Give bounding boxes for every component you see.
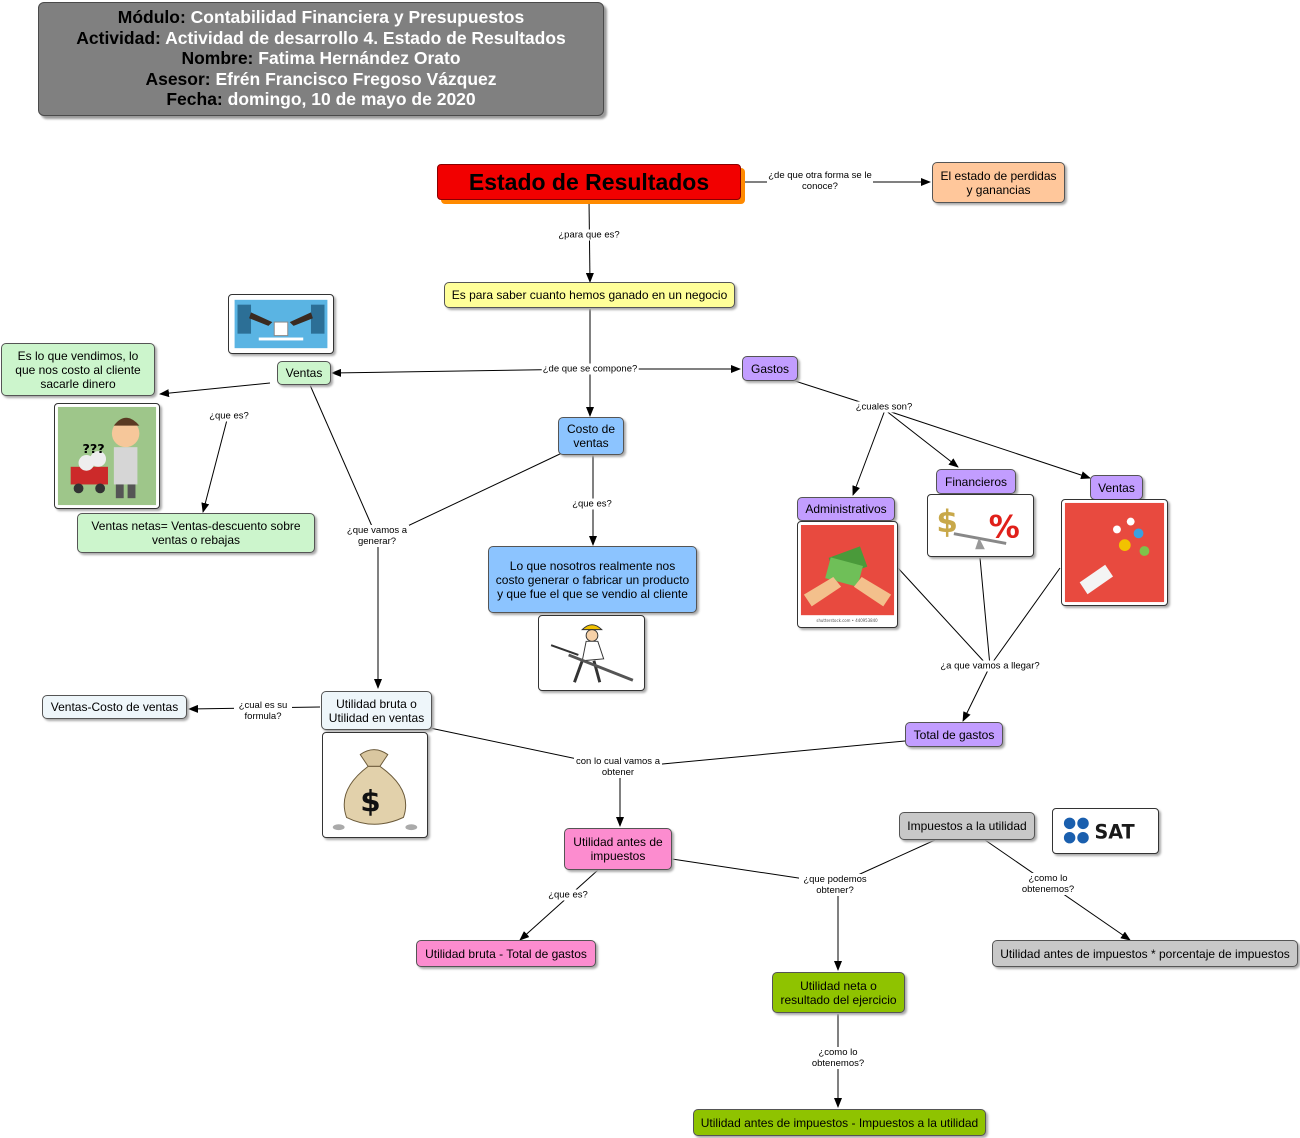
node-total-gastos[interactable]: Total de gastos xyxy=(905,722,1003,747)
node-bruta-menos-gastos[interactable]: Utilidad bruta - Total de gastos xyxy=(416,940,596,967)
label-para-que: ¿para que es? xyxy=(557,229,621,241)
node-ventas[interactable]: Ventas xyxy=(277,361,331,385)
label-que-vamos-generar: ¿que vamos a generar? xyxy=(345,525,409,547)
node-costo-definicion[interactable]: Lo que nosotros realmente nos costo gene… xyxy=(488,546,697,613)
node-financieros[interactable]: Financieros xyxy=(936,469,1016,494)
node-ventas-netas[interactable]: Ventas netas= Ventas-descuento sobre ven… xyxy=(77,513,315,553)
label-cual-formula: ¿cual es su formula? xyxy=(234,700,292,722)
label-que-es-costo: ¿que es? xyxy=(571,498,613,510)
header-info: Módulo: Contabilidad Financiera y Presup… xyxy=(38,2,604,116)
label-que-podemos: ¿que podemos obtener? xyxy=(799,874,871,896)
label-que-es-ventas: ¿que es? xyxy=(208,410,250,422)
sat-logo-icon: SAT xyxy=(1052,808,1159,854)
node-impuestos[interactable]: Impuestos a la utilidad xyxy=(899,812,1035,840)
label-con-lo-cual: con lo cual vamos a obtener xyxy=(574,756,662,778)
svg-text:shutterstock.com • 440953840: shutterstock.com • 440953840 xyxy=(816,618,878,623)
header-fecha: Fecha: domingo, 10 de mayo de 2020 xyxy=(166,89,476,110)
svg-text:SAT: SAT xyxy=(1095,821,1135,844)
label-como-obtenemos-impuestos: ¿como lo obtenemos? xyxy=(1018,873,1078,895)
label-cuales-son: ¿cuales son? xyxy=(854,401,914,413)
node-utilidad-antes[interactable]: Utilidad antes de impuestos xyxy=(564,828,672,870)
node-impuestos-formula[interactable]: Utilidad antes de impuestos * porcentaje… xyxy=(992,940,1298,967)
node-neta-formula[interactable]: Utilidad antes de impuestos - Impuestos … xyxy=(693,1109,986,1136)
dollar-percent-icon: $ % xyxy=(927,494,1034,557)
money-hands-icon: shutterstock.com • 440953840 xyxy=(797,521,898,628)
header-asesor: Asesor: Efrén Francisco Fregoso Vázquez xyxy=(145,68,497,89)
node-estado-resultados[interactable]: Estado de Resultados xyxy=(437,164,741,200)
node-para-que[interactable]: Es para saber cuanto hemos ganado en un … xyxy=(444,282,735,308)
header-nombre: Nombre: Fatima Hernández Orato xyxy=(181,48,461,69)
header-actividad: Actividad: Actividad de desarrollo 4. Es… xyxy=(76,27,566,48)
svg-text:%: % xyxy=(989,510,1020,546)
svg-text:???: ??? xyxy=(82,442,104,457)
node-costo-ventas[interactable]: Costo de ventas xyxy=(558,417,624,455)
node-formula-bruta[interactable]: Ventas-Costo de ventas xyxy=(42,695,187,719)
label-otra-forma: ¿de que otra forma se le conoce? xyxy=(767,170,873,192)
label-se-compone: ¿de que se compone? xyxy=(541,363,639,375)
node-ventas-gasto[interactable]: Ventas xyxy=(1090,475,1143,500)
svg-text:$: $ xyxy=(360,784,380,818)
node-ventas-definicion[interactable]: Es lo que vendimos, lo que nos costo al … xyxy=(1,343,155,396)
node-utilidad-neta[interactable]: Utilidad neta o resultado del ejercicio xyxy=(772,972,905,1013)
node-utilidad-bruta[interactable]: Utilidad bruta o Utilidad en ventas xyxy=(321,691,432,730)
svg-text:$: $ xyxy=(936,504,958,540)
money-bag-icon: $ xyxy=(322,732,428,838)
header-modulo: Módulo: Contabilidad Financiera y Presup… xyxy=(117,7,525,27)
worker-saw-icon xyxy=(538,615,645,691)
label-a-que-llegar: ¿a que vamos a llegar? xyxy=(939,660,1041,672)
label-que-es-antes: ¿que es? xyxy=(547,889,589,901)
megaphone-icon xyxy=(1061,499,1168,606)
node-administrativos[interactable]: Administrativos xyxy=(797,497,895,521)
label-como-obtenemos-neta: ¿como lo obtenemos? xyxy=(808,1047,868,1069)
handshake-shop-icon xyxy=(228,294,334,354)
confused-man-cart-icon: ??? xyxy=(54,403,160,509)
node-gastos[interactable]: Gastos xyxy=(742,356,798,381)
node-otra-forma[interactable]: El estado de perdidas y ganancias xyxy=(932,162,1065,203)
